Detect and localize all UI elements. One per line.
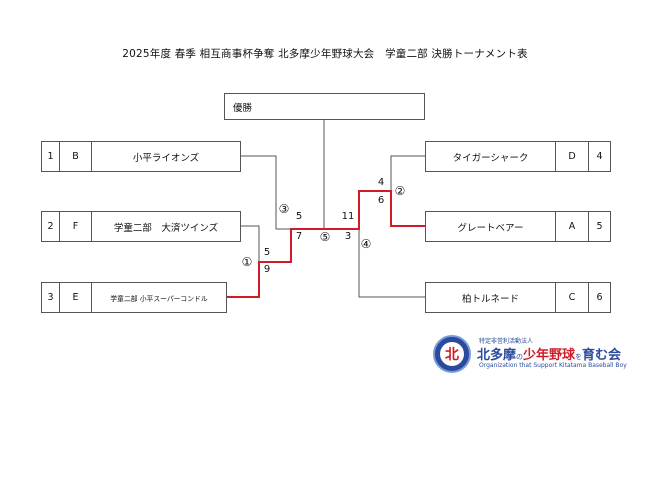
winner-label: 優勝 bbox=[233, 102, 253, 114]
game-1-top-score: 5 bbox=[263, 247, 271, 258]
team-number: 3 bbox=[42, 283, 60, 312]
bracket-winner-line bbox=[324, 190, 425, 230]
game-4-top-score: 11 bbox=[341, 211, 355, 222]
bracket-line bbox=[390, 155, 425, 191]
game-label-5: ⑤ bbox=[319, 230, 331, 244]
team-group: C bbox=[556, 283, 589, 312]
winner-box: 優勝 bbox=[224, 93, 425, 120]
bracket-line bbox=[358, 229, 425, 298]
game-label-1: ① bbox=[241, 255, 253, 269]
team-group: E bbox=[60, 283, 92, 312]
logo-badge-icon: 北 bbox=[433, 335, 471, 373]
team-box-6: 柏トルネード C 6 bbox=[425, 282, 611, 313]
team-box-3: 3 E 学童二部 小平スーパーコンドル bbox=[41, 282, 227, 313]
logo-badge-mark: 北 bbox=[440, 342, 464, 366]
organization-logo: 北 特定非営利活動法人 北多摩の少年野球を育む会 Organization th… bbox=[433, 335, 627, 385]
game-label-2: ② bbox=[394, 184, 406, 198]
team-number: 1 bbox=[42, 142, 60, 171]
bracket-winner-line bbox=[227, 228, 324, 298]
logo-name: 北多摩の少年野球を育む会 bbox=[477, 344, 621, 363]
game-3-top-score: 5 bbox=[295, 211, 303, 222]
bracket-line bbox=[241, 225, 260, 262]
bracket-line bbox=[241, 155, 277, 229]
game-1-bottom-score: 9 bbox=[263, 264, 271, 275]
team-name: 小平ライオンズ bbox=[132, 152, 200, 164]
team-group: F bbox=[60, 212, 92, 241]
team-name: 柏トルネード bbox=[426, 283, 556, 312]
logo-subtitle: 特定非営利活動法人 bbox=[479, 338, 534, 345]
game-label-3: ③ bbox=[278, 202, 290, 216]
game-2-bottom-score: 6 bbox=[377, 195, 385, 206]
game-2-top-score: 4 bbox=[377, 177, 385, 188]
team-group: B bbox=[60, 142, 92, 171]
team-box-5: グレートベアー A 5 bbox=[425, 211, 611, 242]
logo-name-part3: 育む会 bbox=[582, 348, 622, 363]
logo-name-part2: 少年野球 bbox=[523, 348, 576, 363]
logo-name-small2: を bbox=[575, 353, 583, 361]
game-3-bottom-score: 7 bbox=[295, 231, 303, 242]
team-name: 学童二部 大済ツインズ bbox=[113, 222, 219, 234]
page-title: 2025年度 春季 相互商事杯争奪 北多摩少年野球大会 学童二部 決勝トーナメン… bbox=[122, 48, 528, 60]
logo-name-part1: 北多摩 bbox=[477, 348, 517, 363]
team-name: 学童二部 小平スーパーコンドル bbox=[110, 294, 208, 303]
team-number: 2 bbox=[42, 212, 60, 241]
team-box-4: タイガーシャーク D 4 bbox=[425, 141, 611, 172]
team-group: A bbox=[556, 212, 589, 241]
team-box-1: 1 B 小平ライオンズ bbox=[41, 141, 241, 172]
team-group: D bbox=[556, 142, 589, 171]
team-name: グレートベアー bbox=[426, 212, 556, 241]
team-box-2: 2 F 学童二部 大済ツインズ bbox=[41, 211, 241, 242]
logo-name-small: の bbox=[516, 353, 524, 361]
team-number: 6 bbox=[596, 292, 603, 303]
team-name: タイガーシャーク bbox=[426, 142, 556, 171]
team-number: 5 bbox=[596, 221, 603, 232]
game-label-4: ④ bbox=[360, 237, 372, 251]
team-number: 4 bbox=[596, 151, 603, 162]
game-4-bottom-score: 3 bbox=[344, 231, 352, 242]
logo-english: Organization that Support Kitatama Baseb… bbox=[479, 362, 627, 369]
